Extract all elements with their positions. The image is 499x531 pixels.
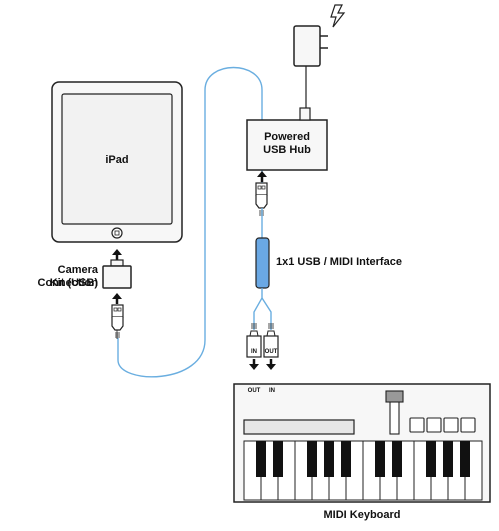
midi-plug-icon — [246, 323, 262, 358]
in-port-label: IN — [269, 388, 275, 394]
hub-label-line1: Powered — [264, 131, 310, 143]
arrow-down-icon — [249, 359, 259, 370]
lightning-bolt-icon — [330, 4, 346, 28]
midi-plug-icon — [263, 323, 279, 358]
ipad-device — [51, 81, 183, 243]
camera-kit-label-line2: Kit (USB) — [49, 277, 98, 289]
out-plug-label: OUT — [264, 349, 278, 355]
camera-kit-label-line1: Camera Connection — [37, 264, 99, 289]
ipad-label: iPad — [105, 154, 129, 166]
usb-plug-icon — [111, 304, 124, 339]
out-port-label: OUT — [247, 388, 261, 394]
home-button-icon — [111, 227, 123, 239]
camera-connection-kit — [102, 259, 132, 289]
arrow-up-icon — [112, 293, 122, 304]
arrow-up-icon — [257, 171, 267, 182]
arrow-down-icon — [266, 359, 276, 370]
arrow-up-icon — [112, 249, 122, 260]
usb-cable-ipad-to-hub — [117, 66, 263, 378]
keyboard-black-keys — [256, 441, 470, 477]
keyboard-label: MIDI Keyboard — [323, 509, 401, 521]
midi-keyboard — [233, 383, 491, 503]
usb-midi-interface — [255, 237, 270, 289]
hub-label-line2: USB Hub — [263, 144, 311, 156]
powered-usb-hub — [246, 119, 328, 171]
power-adapter — [293, 25, 328, 108]
in-plug-label: IN — [251, 349, 257, 355]
interface-label: 1x1 USB / MIDI Interface — [276, 256, 402, 268]
